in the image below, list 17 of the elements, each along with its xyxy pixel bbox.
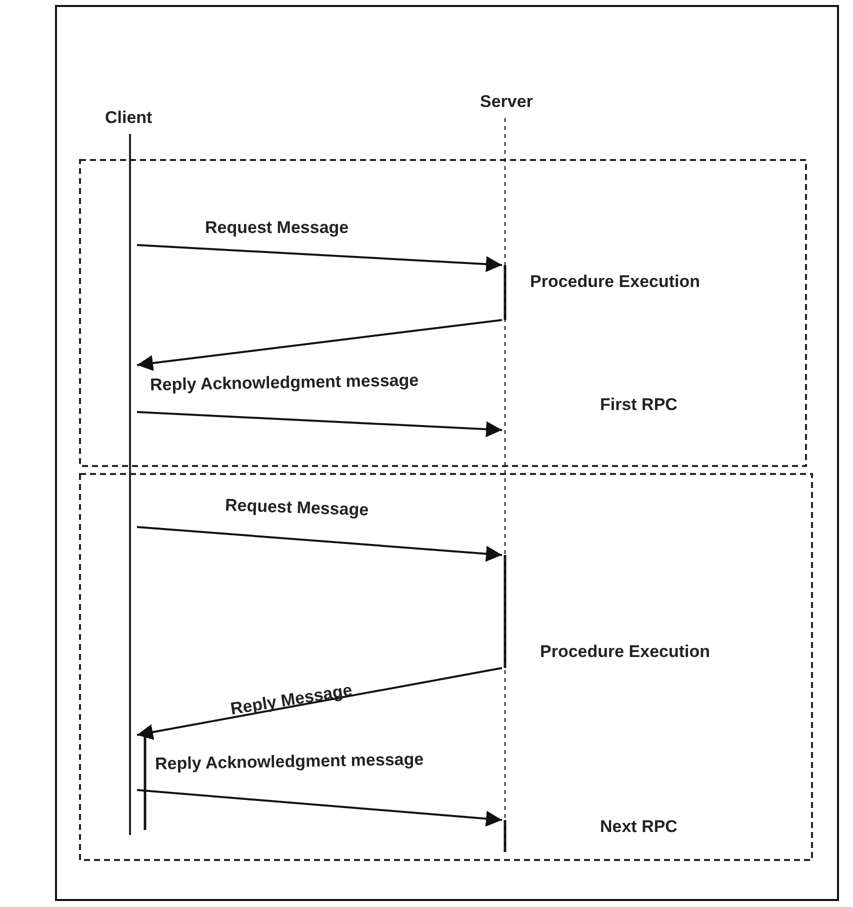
lifeline-label: Server bbox=[480, 92, 533, 112]
edge-label: Request Message bbox=[205, 218, 349, 238]
activity-label: Procedure Execution bbox=[540, 642, 710, 662]
message-arrow bbox=[136, 411, 502, 438]
edge-label: Reply Acknowledgment message bbox=[154, 750, 424, 774]
activity-label: First RPC bbox=[600, 395, 678, 415]
activity-label: Procedure Execution bbox=[530, 272, 700, 292]
message-arrow bbox=[136, 244, 502, 272]
activity-label: Next RPC bbox=[600, 817, 678, 837]
message-arrow bbox=[136, 789, 502, 827]
lifeline-label: Client bbox=[105, 108, 152, 128]
message-arrow bbox=[136, 526, 502, 562]
edge-label: Reply Acknowledgment message bbox=[150, 370, 419, 396]
message-arrow bbox=[136, 319, 502, 371]
message-arrow bbox=[136, 667, 502, 740]
edge-label: Request Message bbox=[224, 496, 369, 520]
edge-label: Reply Message bbox=[229, 680, 354, 720]
